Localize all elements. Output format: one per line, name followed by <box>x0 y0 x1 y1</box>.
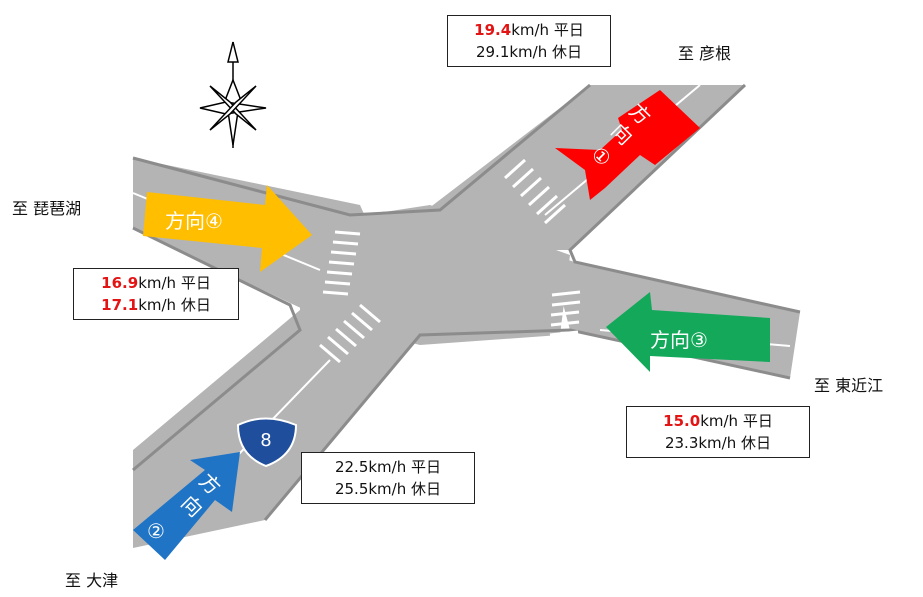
west-weekday-value: 16.9 <box>101 274 139 292</box>
speed-box-west: 16.9km/h 平日 17.1km/h 休日 <box>73 268 239 320</box>
north-holiday-value: 29.1 <box>475 43 510 61</box>
north-weekday-unit: km/h 平日 <box>511 21 584 39</box>
direction-4-label: 方向④ <box>165 209 223 233</box>
crosswalk-south <box>319 303 381 364</box>
crosswalk-north <box>503 158 567 225</box>
east-holiday-unit: km/h 休日 <box>698 434 772 452</box>
destination-north: 至 彦根 <box>678 44 732 63</box>
east-holiday-value: 23.3 <box>664 434 699 452</box>
south-holiday-value: 25.5 <box>334 480 369 498</box>
direction-2-label-num: ② <box>147 519 165 543</box>
west-holiday-value: 17.1 <box>101 296 139 314</box>
destination-east: 至 東近江 <box>814 376 884 395</box>
south-weekday-value: 22.5 <box>334 458 369 476</box>
east-weekday-unit: km/h 平日 <box>700 412 773 430</box>
destination-west: 至 琵琶湖 <box>12 199 82 218</box>
route-number: 8 <box>260 430 271 451</box>
route-8-sign: 8 <box>236 417 298 468</box>
crosswalk-west <box>322 230 361 296</box>
speed-box-south: 22.5km/h 平日 25.5km/h 休日 <box>301 452 475 504</box>
speed-box-east: 15.0km/h 平日 23.3km/h 休日 <box>626 406 810 458</box>
direction-1-arrow: 方 向 ① <box>555 90 700 200</box>
direction-4-arrow: 方向④ <box>143 185 312 272</box>
road-edge <box>132 226 302 472</box>
road-edge <box>568 83 801 314</box>
west-holiday-unit: km/h 休日 <box>138 296 211 314</box>
destination-south: 至 大津 <box>65 571 119 590</box>
direction-3-label: 方向③ <box>650 328 708 352</box>
road-edge <box>132 83 591 217</box>
direction-3-arrow: 方向③ <box>606 292 770 372</box>
north-weekday-value: 19.4 <box>474 21 512 39</box>
east-weekday-value: 15.0 <box>663 412 701 430</box>
north-holiday-unit: km/h 休日 <box>509 43 583 61</box>
south-weekday-unit: km/h 平日 <box>368 458 442 476</box>
south-holiday-unit: km/h 休日 <box>368 480 442 498</box>
compass-icon <box>199 41 267 148</box>
speed-box-north: 19.4km/h 平日 29.1km/h 休日 <box>447 15 611 67</box>
west-weekday-unit: km/h 平日 <box>138 274 211 292</box>
crosswalk-east <box>549 290 581 347</box>
